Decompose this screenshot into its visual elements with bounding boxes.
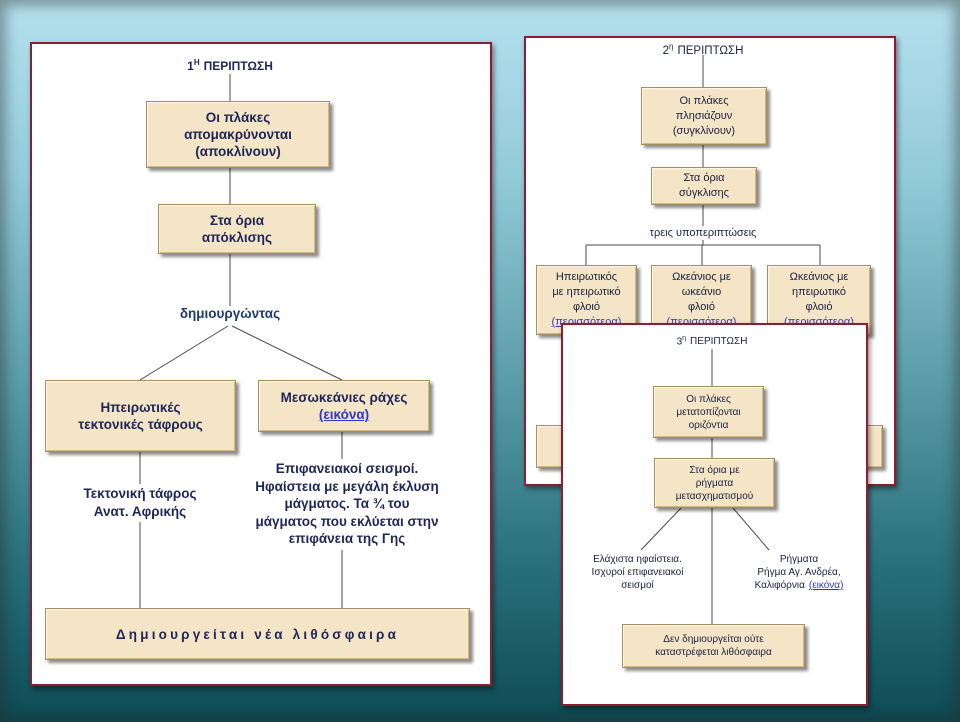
- note-line: Καλιφόρνια(εικόνα): [735, 579, 863, 592]
- box-line: (συγκλίνουν): [672, 124, 736, 137]
- note-line: Ισχυροί επιφανειακοί: [591, 567, 684, 578]
- box-line: Στα όρια με: [689, 464, 740, 476]
- continental-rift-box: Ηπειρωτικές τεκτονικές τάφρους: [45, 380, 236, 452]
- case3-connector-lines: [640, 349, 770, 624]
- box-line: ρήγματα: [695, 477, 734, 489]
- case-number-suffix: η: [668, 42, 674, 51]
- case-number: 3: [676, 336, 683, 348]
- box-line: οριζόντια: [688, 419, 729, 431]
- box-line: μετατοπίζονται: [676, 406, 741, 418]
- note-line: μάγματος. Τα ¾ του: [284, 496, 410, 511]
- note-line: σεισμοί: [621, 580, 654, 591]
- plates-converge-box: Οι πλάκες πλησιάζουν (συγκλίνουν): [641, 87, 767, 145]
- note-line: Ηφαίστεια με μεγάλη έκλυση: [255, 478, 439, 494]
- box-line: φλοιό: [688, 301, 715, 313]
- box-line: πλησιάζουν: [675, 109, 733, 122]
- plates-transform-box: Οι πλάκες μετατοπίζονται οριζόντια: [653, 386, 764, 438]
- box-line: τεκτονικές τάφρους: [78, 417, 203, 432]
- box-line: Στα όρια: [209, 213, 265, 228]
- box-line: Δεν δημιουργείται ούτε: [663, 634, 764, 645]
- case-word: ΠΕΡΙΠΤΩΣΗ: [677, 44, 744, 57]
- box-line: καταστρέφεται λιθόσφαιρα: [655, 647, 772, 658]
- plates-diverge-box: Οι πλάκες απομακρύνονται (αποκλίνουν): [146, 101, 330, 168]
- note-line: Τεκτονική τάφρος: [83, 486, 197, 501]
- note-line: Ρήγμα Αγ. Ανδρέα,: [757, 567, 841, 578]
- note-line: Ελάχιστα ηφαίστεια.: [593, 554, 682, 565]
- box-line: ηπειρωτικό: [791, 286, 847, 298]
- new-lithosphere-box: Δημιουργείται νέα λιθόσφαιρα: [45, 608, 470, 660]
- note-line: επιφάνεια της Γης: [288, 531, 406, 546]
- box-line: με ηπειρωτικό: [552, 286, 621, 298]
- rift-example-note: Τεκτονική τάφρος Ανατ. Αφρικής: [67, 485, 213, 520]
- box-line: φλοιό: [805, 301, 833, 313]
- box-line: Δημιουργείται νέα λιθόσφαιρα: [115, 626, 400, 642]
- case-word: ΠΕΡΙΠΤΩΣΗ: [203, 59, 273, 73]
- box-line: φλοιό: [573, 301, 600, 313]
- volcano-earthquake-note: Ελάχιστα ηφαίστεια. Ισχυροί επιφανειακοί…: [575, 553, 700, 592]
- box-line: Στα όρια: [683, 172, 725, 184]
- box-line: Ηπειρωτικός: [555, 271, 618, 283]
- box-line: απομακρύνονται: [184, 127, 292, 142]
- box-line: σύγκλισης: [679, 187, 729, 199]
- box-line: απόκλισης: [201, 230, 273, 245]
- box-line: Ηπειρωτικές: [100, 400, 181, 415]
- case-number: 1: [187, 59, 194, 73]
- image-link[interactable]: (εικόνα): [318, 407, 370, 422]
- box-line: Μεσωκεάνιες ράχες: [280, 390, 408, 405]
- subcases-label: τρεις υποπεριπτώσεις: [649, 227, 757, 239]
- case1-connector-lines: [139, 74, 343, 608]
- connector-line: [640, 507, 682, 551]
- connector-line: [139, 325, 229, 381]
- connector-line: [231, 325, 343, 381]
- case-number-suffix: η: [682, 335, 687, 342]
- box-line: Οι πλάκες: [686, 393, 731, 405]
- case-number: 2: [662, 44, 669, 57]
- transform-boundary-box: Στα όρια με ρήγματα μετασχηματισμού: [654, 458, 775, 508]
- note-line: Επιφανειακοί σεισμοί.: [275, 461, 419, 476]
- connector-line: [732, 507, 770, 551]
- box-line: μετασχηματισμού: [675, 490, 754, 502]
- box-line: (εικόνα): [319, 406, 369, 423]
- creating-label: δημιουργώντας: [179, 306, 281, 321]
- fault-example-note: Ρήγματα Ρήγμα Αγ. Ανδρέα, Καλιφόρνια(εικ…: [735, 553, 863, 592]
- no-lithosphere-change-box: Δεν δημιουργείται ούτε καταστρέφεται λιθ…: [622, 624, 805, 668]
- box-line: Ωκεάνιος με: [789, 271, 849, 283]
- image-link[interactable]: (εικόνα): [808, 580, 844, 591]
- divergent-boundary-box: Στα όρια απόκλισης: [158, 204, 316, 254]
- box-line: ωκεάνιο: [681, 286, 722, 298]
- box-line: (αποκλίνουν): [195, 144, 281, 159]
- convergent-boundary-box: Στα όρια σύγκλισης: [651, 167, 757, 205]
- box-line: Ωκεάνιος με: [672, 271, 731, 283]
- mid-ocean-ridges-box: Μεσωκεάνιες ράχες (εικόνα): [258, 380, 430, 432]
- note-line: μάγματος που εκλύεται στην: [255, 513, 439, 529]
- case-number-suffix: Η: [193, 58, 200, 67]
- note-line: Ανατ. Αφρικής: [93, 503, 187, 519]
- note-text: Καλιφόρνια: [754, 580, 805, 591]
- ridge-description-note: Επιφανειακοί σεισμοί. Ηφαίστεια με μεγάλ…: [239, 460, 455, 548]
- note-line: Ρήγματα: [779, 554, 819, 565]
- box-line: Οι πλάκες: [205, 110, 271, 125]
- case-word: ΠΕΡΙΠΤΩΣΗ: [690, 336, 748, 348]
- box-line: Οι πλάκες: [679, 94, 729, 107]
